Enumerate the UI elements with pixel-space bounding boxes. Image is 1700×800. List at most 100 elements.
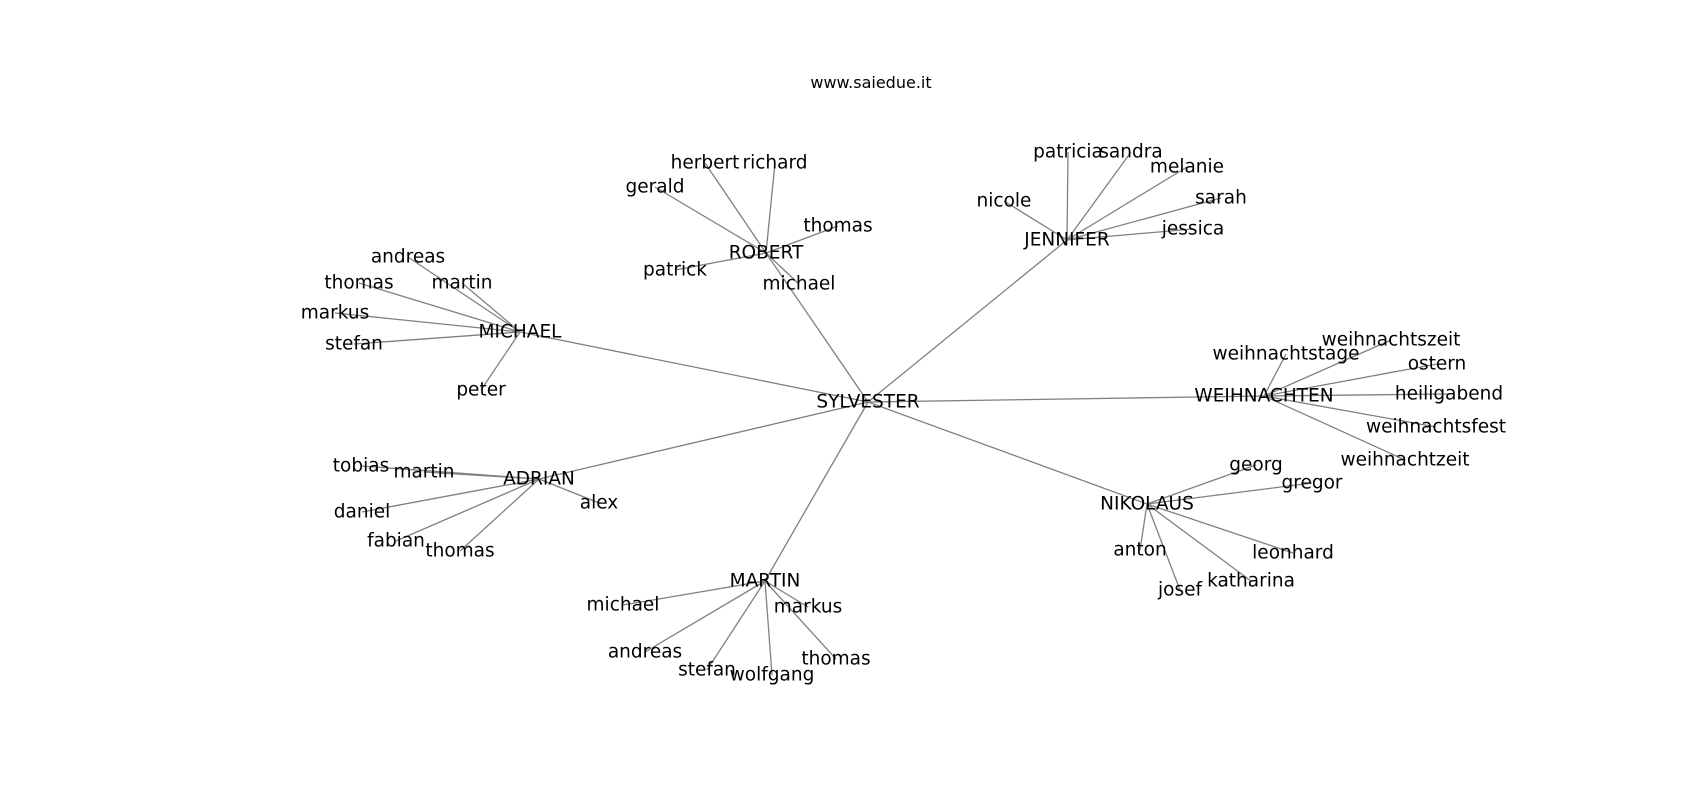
leaf-node-label: markus — [301, 303, 369, 324]
leaf-node-label: wolfgang — [730, 665, 815, 686]
edge-hub-leaf — [654, 186, 767, 254]
edge-hub-leaf — [1263, 393, 1450, 397]
edge-center-hub — [867, 239, 1068, 403]
center-node-label: SYLVESTER — [816, 392, 919, 413]
leaf-node-label: nicole — [977, 191, 1032, 212]
edge-hub-leaf — [1066, 197, 1222, 241]
edge-hub-leaf — [674, 252, 767, 271]
site-title: www.saiedue.it — [810, 73, 931, 92]
leaf-node-label: weihnachtszeit — [1322, 330, 1461, 351]
edge-hub-leaf — [538, 478, 600, 504]
hub-node-label: ROBERT — [729, 243, 804, 264]
edge-hub-leaf — [1263, 395, 1406, 461]
leaf-node-label: martin — [431, 273, 492, 294]
hub-node-label: MARTIN — [730, 571, 801, 592]
leaf-node-label: melanie — [1150, 157, 1224, 178]
leaf-node-label: heiligabend — [1395, 384, 1503, 405]
edge-hub-leaf — [459, 478, 540, 552]
hub-node-label: WEIHNACHTEN — [1194, 386, 1333, 407]
leaf-node-label: thomas — [803, 216, 872, 237]
edge-hub-leaf — [764, 580, 773, 676]
leaf-node-label: sandra — [1099, 142, 1162, 163]
leaf-node-label: gerald — [626, 177, 685, 198]
leaf-node-label: thomas — [801, 649, 870, 670]
edge-center-hub — [867, 401, 1148, 505]
leaf-node-label: markus — [774, 597, 842, 618]
edge-hub-leaf — [1263, 339, 1392, 397]
edge-hub-leaf — [1066, 151, 1069, 241]
edge-hub-leaf — [765, 225, 839, 254]
leaf-node-label: daniel — [334, 502, 390, 523]
edge-hub-leaf — [765, 252, 800, 285]
edge-center-hub — [519, 331, 869, 403]
leaf-node-label: stefan — [325, 334, 383, 355]
edge-hub-leaf — [423, 471, 540, 480]
edge-hub-leaf — [764, 580, 837, 660]
edge-hub-leaf — [1263, 363, 1438, 397]
edge-hub-leaf — [765, 162, 776, 254]
edge-hub-leaf — [1263, 353, 1287, 397]
edge-hub-leaf — [480, 331, 521, 391]
leaf-node-label: patrick — [643, 260, 707, 281]
leaf-node-label: thomas — [324, 273, 393, 294]
edge-hub-leaf — [334, 312, 521, 333]
leaf-node-label: gregor — [1282, 473, 1343, 494]
edge-hub-leaf — [1146, 503, 1252, 582]
leaf-node-label: weihnachtzeit — [1340, 450, 1469, 471]
edge-hub-leaf — [361, 478, 540, 513]
edge-hub-leaf — [353, 331, 521, 345]
edge-hub-leaf — [1066, 228, 1194, 241]
hub-node-label: JENNIFER — [1023, 230, 1110, 251]
edge-center-hub — [765, 252, 869, 403]
edge-hub-leaf — [644, 580, 766, 653]
leaf-node-label: stefan — [678, 660, 736, 681]
edge-hub-leaf — [407, 256, 521, 333]
leaf-node-label: sarah — [1195, 188, 1247, 209]
leaf-node-label: josef — [1157, 580, 1202, 601]
edges-layer — [334, 151, 1450, 676]
leaf-node-label: jessica — [1161, 219, 1224, 240]
leaf-node-label: ostern — [1408, 354, 1467, 375]
hub-node-label: MICHAEL — [479, 322, 563, 343]
leaf-node-label: anton — [1113, 540, 1166, 561]
edge-hub-leaf — [1003, 200, 1068, 241]
leaf-node-label: leonhard — [1252, 543, 1334, 564]
edge-hub-leaf — [1139, 503, 1148, 551]
edge-hub-leaf — [461, 282, 521, 333]
leaf-node-label: weihnachtsfest — [1366, 417, 1506, 438]
edge-hub-leaf — [395, 478, 540, 542]
edge-hub-leaf — [1146, 503, 1181, 591]
hub-node-label: NIKOLAUS — [1100, 494, 1194, 515]
leaf-node-label: andreas — [608, 642, 682, 663]
edge-hub-leaf — [1146, 464, 1257, 505]
edge-hub-leaf — [1146, 503, 1294, 554]
leaf-node-label: weihnachtstage — [1213, 344, 1360, 365]
leaf-node-label: richard — [742, 153, 807, 174]
leaf-node-label: michael — [763, 274, 836, 295]
leaf-node-label: herbert — [671, 153, 740, 174]
leaf-node-label: katharina — [1207, 571, 1295, 592]
leaf-node-label: fabian — [367, 531, 425, 552]
edge-hub-leaf — [1066, 151, 1132, 241]
edge-hub-leaf — [704, 162, 767, 254]
leaf-node-label: michael — [587, 595, 660, 616]
edge-hub-leaf — [1263, 395, 1437, 428]
leaf-node-label: alex — [580, 493, 619, 514]
leaf-node-label: andreas — [371, 247, 445, 268]
edge-hub-leaf — [764, 580, 809, 608]
leaf-node-label: martin — [393, 462, 454, 483]
leaf-node-label: patricia — [1033, 142, 1103, 163]
edge-center-hub — [764, 401, 869, 582]
edge-hub-leaf — [1146, 482, 1313, 505]
leaf-node-label: peter — [456, 380, 506, 401]
hub-node-label: ADRIAN — [503, 469, 575, 490]
leaf-node-label: georg — [1229, 455, 1282, 476]
leaf-node-label: tobias — [333, 456, 389, 477]
edge-center-hub — [538, 401, 869, 480]
edge-hub-leaf — [706, 580, 766, 671]
edge-hub-leaf — [358, 282, 521, 333]
edge-center-hub — [867, 395, 1265, 403]
leaf-node-label: thomas — [425, 541, 494, 562]
